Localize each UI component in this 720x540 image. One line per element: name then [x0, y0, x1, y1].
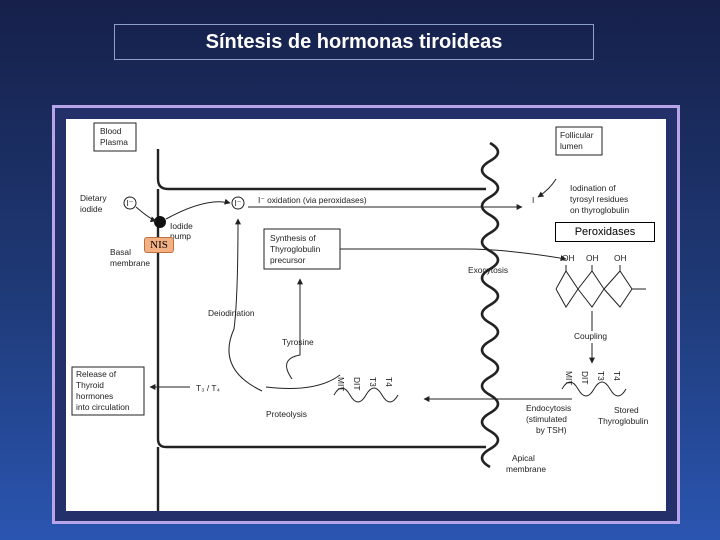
endocytosis-label-1: Endocytosis [526, 403, 571, 413]
blood-plasma-label-1: Blood [100, 126, 122, 136]
thyroid-diagram: Blood Plasma Follicular lumen Dietary io… [66, 119, 666, 511]
iodide-pump-label-2: pump [170, 231, 191, 241]
synthesis-label-2: Thyroglobulin [270, 244, 321, 254]
endocytosis-label-2: (stimulated [526, 414, 567, 424]
t3-t4-label: T₃ / T₄ [196, 383, 220, 393]
iodide-ion-text: I⁻ [127, 198, 134, 208]
mit-label-right: MIT [564, 371, 574, 385]
release-label-2: Thyroid [76, 380, 104, 390]
t3-label-right: T3 [596, 371, 606, 381]
synthesis-label-3: precursor [270, 255, 306, 265]
stored-label-1: Stored [614, 405, 639, 415]
basal-membrane-line [156, 189, 486, 449]
basal-membrane-label-1: Basal [110, 247, 131, 257]
follicular-lumen-box [555, 126, 603, 156]
release-label-4: into circulation [76, 402, 130, 412]
iodide-transport-arrow [165, 198, 231, 220]
iodination-label-2: tyrosyl residues [570, 194, 628, 204]
deiodination-arrow [228, 218, 263, 392]
iodination-arrow [537, 178, 557, 198]
slide-title: Síntesis de hormonas tiroideas [114, 24, 594, 60]
deiodination-label: Deiodination [208, 308, 255, 318]
mit-dit-group-right: MIT DIT T3 T4 [561, 371, 627, 397]
release-box [71, 366, 145, 416]
t4-label-left: T4 [384, 377, 394, 387]
iodination-label-1: Iodination of [570, 183, 616, 193]
iodide-ion-text-2: I⁻ [235, 198, 242, 208]
dietary-iodide-label-2: iodide [80, 204, 103, 214]
oh-label-1: OH [562, 253, 575, 263]
release-label-1: Release of [76, 369, 117, 379]
blood-plasma-box [93, 122, 137, 152]
diagram-svg: Blood Plasma Follicular lumen Dietary io… [71, 122, 649, 511]
iodide-pump-label-1: Iodide [170, 221, 193, 231]
dietary-iodide-label-1: Dietary [80, 193, 107, 203]
basal-membrane-label-2: membrane [110, 258, 150, 268]
tyrosine-label: Tyrosine [282, 337, 314, 347]
apical-membrane-line [480, 141, 500, 469]
follicular-lumen-label-2: lumen [560, 141, 583, 151]
endocytosis-label-3: by TSH) [536, 425, 567, 435]
oh-stems [565, 265, 621, 271]
release-label-3: hormones [76, 391, 113, 401]
t4-label-right: T4 [612, 371, 622, 381]
proteolysis-curve [265, 374, 341, 389]
t3-label-left: T3 [368, 377, 378, 387]
blood-plasma-label-2: Plasma [100, 137, 128, 147]
iodine-label: I [532, 195, 534, 205]
dit-label-left: DIT [352, 377, 362, 391]
cell-top-membrane [156, 149, 486, 191]
follicular-lumen-label-1: Follicular [560, 130, 594, 140]
mit-dit-group-left: MIT DIT T3 T4 [333, 377, 399, 403]
oh-label-3: OH [614, 253, 627, 263]
synthesis-label-1: Synthesis of [270, 233, 316, 243]
peroxidases-label: Peroxidases [555, 222, 655, 242]
apical-membrane-label-1: Apical [512, 453, 535, 463]
iodide-ion-circle [123, 196, 137, 210]
iodide-pump-dot [154, 216, 166, 228]
nis-label: NIS [144, 237, 174, 253]
iodide-ion-circle-2 [231, 196, 245, 210]
thyroglobulin-chain [555, 270, 646, 308]
tyrosine-arrow [286, 278, 303, 380]
coupling-label: Coupling [574, 331, 607, 341]
exocytosis-arrow [340, 248, 567, 262]
mit-label-left: MIT [336, 377, 346, 391]
apical-membrane-label-2: membrane [506, 464, 546, 474]
iodination-label-3: on thyroglobulin [570, 205, 629, 215]
exocytosis-label: Exocytosis [468, 265, 508, 275]
oh-label-2: OH [586, 253, 599, 263]
stored-label-2: Thyroglobulin [598, 416, 649, 426]
oxidation-label: I⁻ oxidation (via peroxidases) [258, 195, 367, 205]
pump-arrow [135, 206, 157, 223]
proteolysis-label: Proteolysis [266, 409, 307, 419]
dit-label-right: DIT [580, 371, 590, 385]
